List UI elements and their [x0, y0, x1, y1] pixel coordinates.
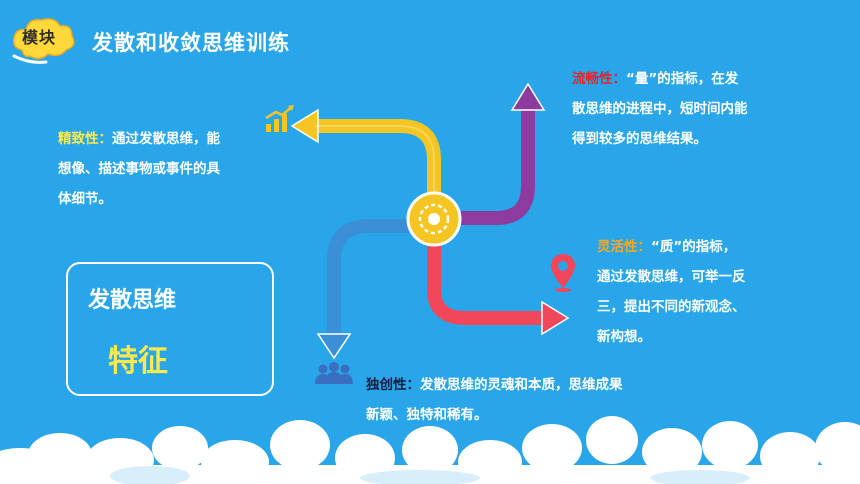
page-title: 发散和收敛思维训练: [92, 31, 290, 55]
module-badge-label: 模块: [22, 28, 57, 47]
arrow-red: [427, 244, 545, 325]
trait-fluency-line-1: “量”的指标，在发: [626, 71, 739, 87]
trait-precision-term: 精致性：: [58, 131, 112, 147]
growth-chart-icon: [265, 105, 294, 132]
trait-precision-line-3: 体细节。: [58, 191, 112, 207]
trait-fluency: 流畅性：“量”的指标，在发 散思维的进程中，短时间内能 得到较多的思维结果。: [572, 64, 812, 154]
trait-flexibility-line-3: 三，提出不同的新观念、: [597, 299, 746, 315]
trait-precision-line-1: 通过发散思维，能: [112, 131, 220, 147]
panel-value: 特征: [108, 344, 168, 379]
trait-flexibility-term: 灵活性：: [597, 239, 651, 255]
divergent-thinking-panel: 发散思维 特征: [66, 262, 274, 396]
arrow-purple: [450, 108, 535, 225]
panel-title: 发散思维: [88, 288, 177, 313]
trait-flexibility: 灵活性：“质”的指标， 通过发散思维，可举一反 三，提出不同的新观念、 新构想。: [597, 232, 807, 352]
trait-originality-line-2: 新颖、独特和稀有。: [366, 407, 488, 423]
arrow-blue: [327, 219, 418, 336]
trait-originality: 独创性：发散思维的灵魂和本质，思维成果 新颖、独特和稀有。: [366, 370, 706, 430]
cloud-badge: [12, 18, 75, 64]
trait-fluency-line-3: 得到较多的思维结果。: [572, 131, 707, 147]
location-pin-icon: [551, 254, 575, 292]
trait-flexibility-line-2: 通过发散思维，可举一反: [597, 269, 746, 285]
trait-fluency-line-2: 散思维的进程中，短时间内能: [572, 101, 748, 117]
trait-precision: 精致性：通过发散思维，能 想像、描述事物或事件的具 体细节。: [58, 124, 278, 214]
people-group-icon: [315, 362, 353, 384]
trait-flexibility-line-1: “质”的指标，: [651, 239, 737, 255]
trait-fluency-term: 流畅性：: [572, 71, 626, 87]
trait-originality-term: 独创性：: [366, 377, 420, 393]
trait-originality-line-1: 发散思维的灵魂和本质，思维成果: [420, 377, 623, 393]
trait-flexibility-line-4: 新构想。: [597, 329, 651, 345]
arrow-yellow: [315, 119, 441, 210]
trait-precision-line-2: 想像、描述事物或事件的具: [58, 161, 220, 177]
